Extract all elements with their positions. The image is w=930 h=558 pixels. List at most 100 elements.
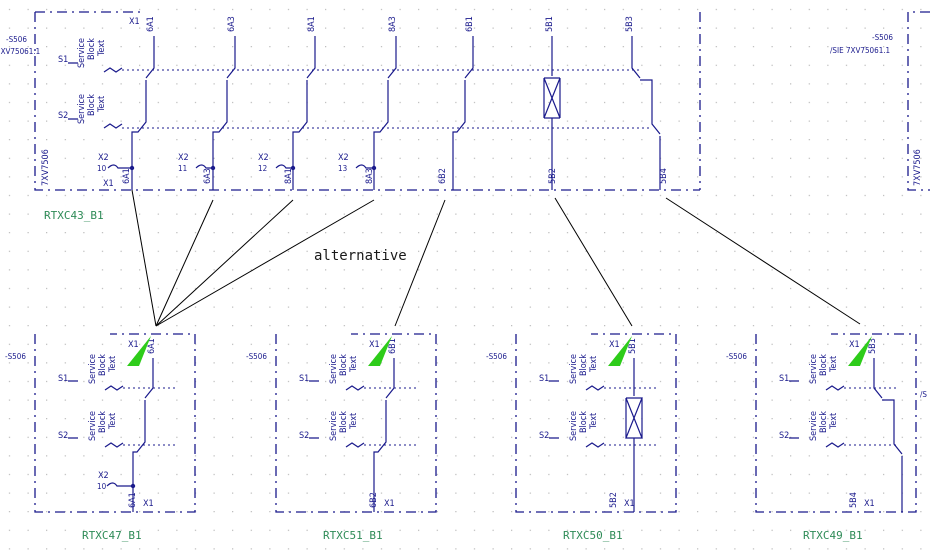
block-connector-top: X1 (849, 340, 860, 350)
block-name: RTXC51_B1 (323, 529, 383, 542)
link-line (155, 199, 294, 327)
top-block-frame (34, 11, 700, 191)
top-block-connector-top: X1 (129, 17, 140, 27)
bottom-pin-label: 8A1 (284, 168, 294, 184)
block-name: RTXC49_B1 (803, 529, 863, 542)
block-connector-bottom: X1 (864, 499, 875, 509)
block-name: RTXC50_B1 (563, 529, 623, 542)
switch-actuator (68, 380, 124, 391)
right-block-vertical-label: 7XV7506 (913, 149, 923, 186)
service-text-line: Text (97, 40, 107, 57)
link-line (394, 199, 446, 327)
block-name: RTXC47_B1 (82, 529, 142, 542)
link-lines (131, 189, 861, 327)
block-pin-top: 5B1 (628, 338, 638, 354)
block-frame (515, 333, 677, 513)
x2-dot (130, 483, 136, 489)
switch-label-s2: S2 (299, 431, 309, 441)
switch-label-s1: S1 (299, 374, 309, 384)
connection-marker-icon (608, 336, 632, 366)
connection-marker-icon (848, 336, 872, 366)
x2-socket-12: X2 12 (258, 153, 296, 173)
bottom-pin-label: 6B2 (438, 168, 448, 184)
top-block-connector-bottom: X1 (103, 179, 114, 189)
x2-number: 11 (178, 164, 187, 173)
x2-label: X2 (338, 153, 349, 163)
x2-number: 12 (258, 164, 267, 173)
service-text-line: Block (819, 411, 829, 433)
service-text-line: Service (569, 354, 579, 384)
block-pin-top: 5B3 (868, 338, 878, 354)
service-text-line: Text (97, 96, 107, 113)
switch-actuator (549, 380, 605, 391)
x2-label: X2 (178, 153, 189, 163)
bottom-pin-label: 8A3 (365, 168, 375, 184)
block-connector-bottom: X1 (624, 499, 635, 509)
top-block-left-ref: 7XV75061.1 (0, 47, 40, 56)
bottom-pin-label: 5B4 (659, 168, 669, 184)
switch-actuator (549, 437, 605, 448)
x2-socket-11: X2 11 (178, 153, 216, 173)
block-tag: -S506 (726, 352, 747, 361)
link-line (131, 189, 157, 327)
connection-marker-icon (368, 336, 392, 366)
service-text-line: Text (349, 413, 359, 430)
contact-path (373, 358, 395, 512)
switch-label-s1: S1 (539, 374, 549, 384)
service-text-line: Block (339, 354, 349, 376)
top-pin-label: 6B1 (465, 16, 475, 32)
switch-actuator (309, 380, 365, 391)
top-block-switch-actuator-s1 (68, 62, 123, 73)
top-block-switch-label-s1: S1 (58, 55, 68, 65)
block-pin-top: 6B1 (388, 338, 398, 354)
right-block-frame-partial (907, 11, 930, 191)
contact-column-5b3 (631, 36, 661, 190)
service-text-line: Block (87, 38, 97, 60)
service-text-line: Block (98, 354, 108, 376)
block-frame (755, 333, 917, 513)
switch-actuator (309, 437, 365, 448)
block-tag: -S506 (5, 352, 26, 361)
x2-socket-10: X2 10 (97, 153, 135, 173)
block-pin-top: 6A1 (147, 338, 157, 354)
top-pin-label: 8A3 (388, 16, 398, 32)
top-pin-label: 6A1 (146, 16, 156, 32)
bottom-pin-label: 6A3 (203, 168, 213, 184)
top-block-left-tag: -S506 (6, 35, 27, 44)
service-text-line: Text (589, 356, 599, 373)
contact-column-6a1 (131, 36, 155, 190)
service-text-line: Service (329, 411, 339, 441)
top-block-service-text-1: Service Block Text (77, 38, 107, 68)
switch-actuator (789, 380, 845, 391)
block-tag: -S506 (246, 352, 267, 361)
bottom-pin-label: 6A1 (122, 168, 132, 184)
service-text-line: Text (349, 356, 359, 373)
service-text-line: Block (98, 411, 108, 433)
x2-label: X2 (98, 153, 109, 163)
block-right-tag: /S (920, 390, 927, 399)
contact-path (625, 358, 643, 512)
service-text-line: Service (88, 411, 98, 441)
connection-marker-icon (127, 336, 151, 366)
block-connector-bottom: X1 (143, 499, 154, 509)
contact-column-6b (452, 36, 474, 190)
switch-actuator (68, 437, 124, 448)
alternative-annotation: alternative (314, 248, 407, 264)
service-text-line: Service (569, 411, 579, 441)
x2-number: 10 (97, 164, 107, 173)
block-connector-bottom: X1 (384, 499, 395, 509)
top-block-name[interactable]: RTXC43_B1 (44, 209, 104, 222)
block-pin-bottom: 5B2 (609, 492, 619, 508)
switch-label-s1: S1 (58, 374, 68, 384)
top-block[interactable]: -S506 7XV75061.1 -S506 /SIE 7XV75061.1 7… (0, 11, 930, 222)
